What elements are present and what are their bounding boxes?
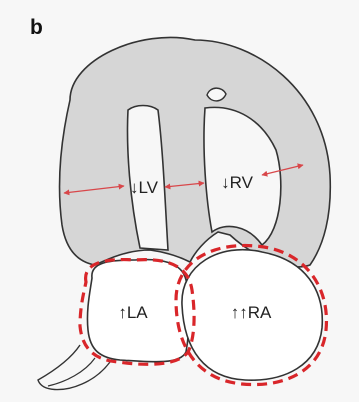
label-rv: ↓RV <box>221 173 253 192</box>
label-la: ↑LA <box>118 303 148 322</box>
label-lv: ↓LV <box>130 178 159 197</box>
valve-notch <box>207 88 226 101</box>
label-ra: ↑↑RA <box>231 303 272 322</box>
ventricle-wall <box>60 37 331 266</box>
